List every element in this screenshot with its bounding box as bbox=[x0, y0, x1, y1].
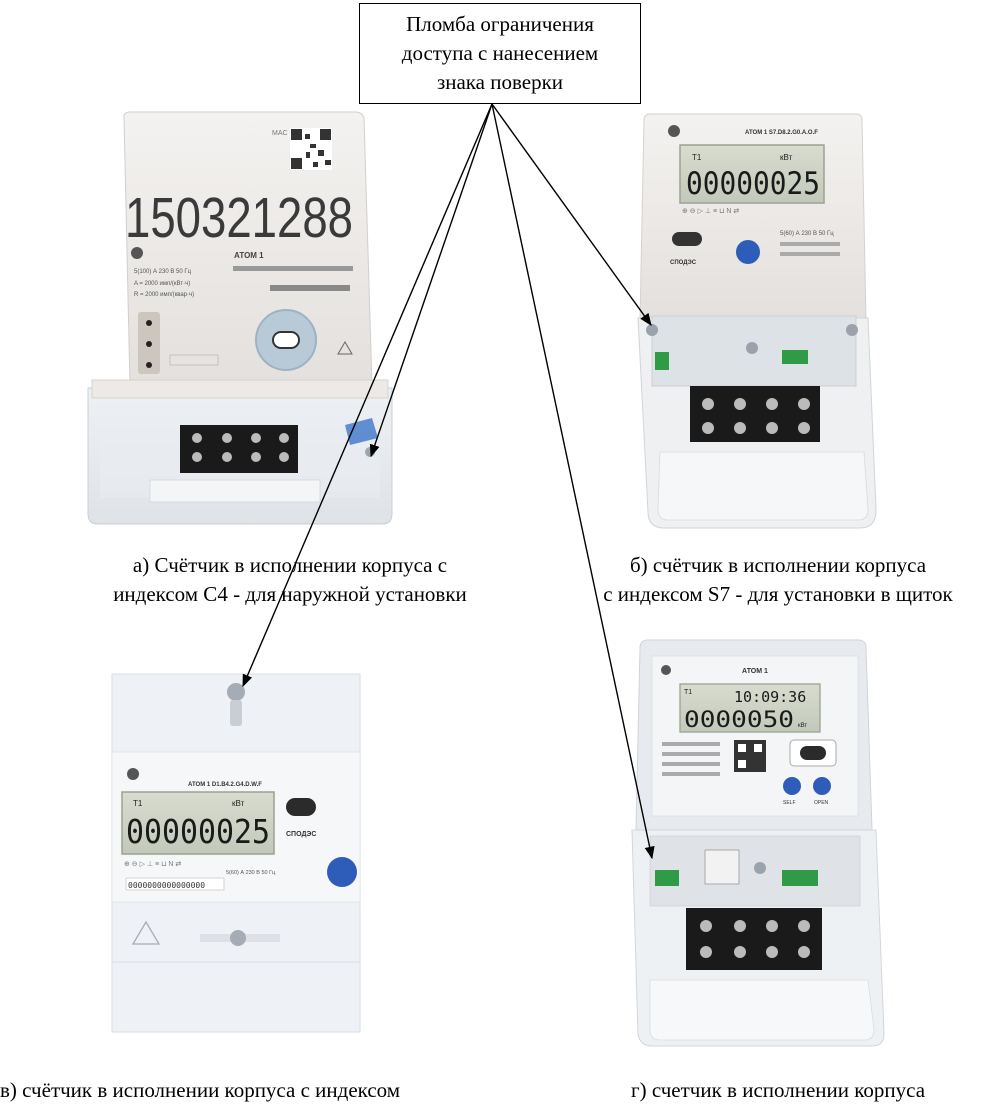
meter-b-tariff: T1 bbox=[692, 153, 702, 162]
meter-d-btn1-label: SELF bbox=[783, 800, 796, 806]
meter-a-terminal-block bbox=[180, 425, 298, 473]
arrow-to-meter-b bbox=[491, 103, 652, 327]
svg-text:⊕ ⊖ ▷ ⊥ ≡ ⊔ N ⇄: ⊕ ⊖ ▷ ⊥ ≡ ⊔ N ⇄ bbox=[682, 208, 739, 215]
meter-c-button bbox=[327, 857, 357, 887]
meter-c-brand: АТОМ 1 D1.B4.2.G4.D.W.F bbox=[188, 782, 262, 788]
caption-c: в) счётчик в исполнении корпуса с индекс… bbox=[0, 1076, 500, 1105]
meter-b-button bbox=[736, 240, 760, 264]
meter-c-spec: 5(60) А 230 В 50 Гц bbox=[226, 870, 276, 876]
meter-d-terminal-block bbox=[686, 908, 822, 970]
meter-d-brand: АТОМ 1 bbox=[742, 668, 768, 675]
meter-d-lcd bbox=[679, 683, 821, 733]
meter-c-logo-icon bbox=[127, 768, 139, 780]
meter-c-logo-text: СПОДЭС bbox=[286, 831, 316, 838]
meter-d-tariff: T1 bbox=[684, 689, 692, 696]
meter-c-tariff: T1 bbox=[133, 799, 143, 808]
caption-d: г) счетчик в исполнении корпуса bbox=[560, 1076, 996, 1105]
meter-c: АТОМ 1 D1.B4.2.G4.D.W.F T1 кВт 00000025 … bbox=[111, 673, 361, 1033]
pointer-arrows bbox=[242, 103, 655, 860]
meter-b-spec: 5(60) А 230 В 50 Гц bbox=[780, 231, 834, 237]
meter-a-spec1: 5(100) А 230 В 50 Гц bbox=[134, 269, 192, 275]
caption-b: б) счётчик в исполнении корпуса с индекс… bbox=[560, 551, 996, 609]
meter-a-seal bbox=[345, 418, 378, 445]
meter-a-serial: 150321288 bbox=[125, 186, 353, 250]
callout-line2: доступа с нанесением bbox=[401, 41, 599, 65]
meter-d-qr-icon bbox=[734, 740, 766, 772]
meter-c-reading: 00000025 bbox=[126, 812, 270, 851]
meter-c-lcd bbox=[121, 791, 275, 855]
meter-c-unit: кВт bbox=[232, 799, 245, 808]
meter-d-self-button bbox=[783, 777, 801, 795]
meter-a: MAC 150321288 АТОМ 1 5(100) А 230 В 50 Г… bbox=[87, 111, 393, 525]
meter-b-logo-text: СПОДЭС bbox=[670, 260, 697, 266]
qr-code-icon bbox=[290, 128, 332, 170]
meter-d-time: 10:09:36 bbox=[734, 688, 806, 706]
meter-a-spec2: A = 2000 имп/(кВт·ч) bbox=[134, 281, 190, 287]
seal-callout-box: Пломба ограничения доступа с нанесением … bbox=[359, 3, 641, 104]
meter-c-seal-screw bbox=[227, 683, 245, 701]
meter-a-mac-label: MAC bbox=[272, 130, 288, 137]
caption-b-line1: б) счётчик в исполнении корпуса bbox=[629, 553, 927, 577]
meter-b: АТОМ 1 S7.D8.2.G0.A.O.F T1 кВт 00000025 … bbox=[637, 113, 877, 529]
meter-d-open-button bbox=[813, 777, 831, 795]
callout-line3: знака поверки bbox=[436, 70, 564, 94]
caption-d-line1: г) счетчик в исполнении корпуса bbox=[630, 1078, 926, 1102]
meter-d-unit: кВт bbox=[798, 723, 807, 729]
meter-b-brand: АТОМ 1 S7.D8.2.G0.A.O.F bbox=[745, 130, 818, 136]
callout-line1: Пломба ограничения bbox=[406, 12, 594, 36]
meter-b-lcd bbox=[679, 144, 825, 204]
meter-b-unit: кВт bbox=[780, 153, 793, 162]
meter-d-reading: 0000050 bbox=[684, 708, 794, 733]
svg-text:⊕ ⊖ ▷ ⊥ ≡ ⊔ N ⇄: ⊕ ⊖ ▷ ⊥ ≡ ⊔ N ⇄ bbox=[124, 861, 181, 868]
caption-b-line2: с индексом S7 - для установки в щиток bbox=[603, 582, 953, 606]
meter-d: АТОМ 1 T1 10:09:36 0000050 кВт SELF OPEN bbox=[631, 639, 885, 1047]
meter-c-serial: 0000000000000000 bbox=[128, 881, 205, 890]
meter-b-logo-icon bbox=[668, 125, 680, 137]
caption-a-line1: а) Счётчик в исполнении корпуса с bbox=[132, 553, 448, 577]
arrow-to-meter-c bbox=[242, 103, 493, 688]
meter-d-logo-icon bbox=[661, 665, 671, 675]
meter-a-logo-icon bbox=[131, 247, 143, 259]
meter-a-spec3: R = 2000 имп/(квар·ч) bbox=[134, 292, 194, 298]
meter-d-seal-screw bbox=[754, 862, 766, 874]
meter-a-brand: АТОМ 1 bbox=[234, 251, 264, 260]
meter-d-btn2-label: OPEN bbox=[814, 800, 829, 806]
arrow-to-meter-a bbox=[369, 103, 493, 458]
caption-a: а) Счётчик в исполнении корпуса с индекс… bbox=[40, 551, 540, 609]
arrow-to-meter-d bbox=[491, 103, 655, 860]
caption-c-line1: в) счётчик в исполнении корпуса с индекс… bbox=[0, 1078, 401, 1102]
meter-b-reading: 00000025 bbox=[686, 166, 820, 202]
caption-a-line2: индексом C4 - для наружной установки bbox=[113, 582, 467, 606]
meter-b-seal-screw bbox=[646, 324, 658, 336]
